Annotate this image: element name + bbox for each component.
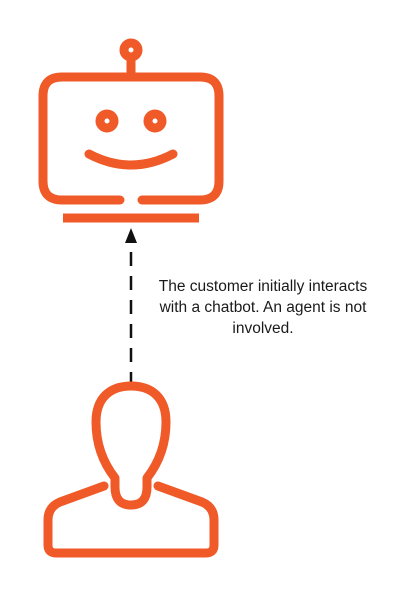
robot-right-eye-icon [143,109,167,133]
person-body-outline [43,481,219,558]
person-head-outline [91,381,171,510]
arrow-head-icon [125,228,137,243]
interaction-caption: The customer initially interacts with a … [158,278,368,337]
customer-person-icon [43,381,219,558]
robot-left-eye-icon [95,109,119,133]
robot-smile-icon [84,149,178,170]
interaction-arrow [125,228,137,386]
robot-head-outline [38,72,224,205]
chatbot-robot-icon [38,38,224,223]
